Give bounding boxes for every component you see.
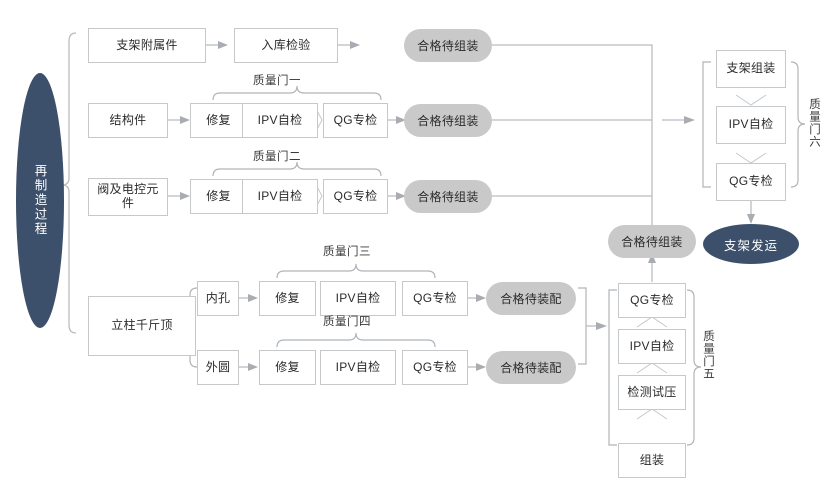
pill-label: 合格待装配 (500, 292, 562, 306)
box-ipv-self-check-row2[interactable]: IPV自检 (242, 103, 318, 138)
box-bracket-accessory[interactable]: 支架附属件 (88, 28, 206, 63)
box-valve-electric-part[interactable]: 阀及电控元件 (88, 178, 168, 216)
gate-four-label: 质量门四 (323, 316, 371, 328)
box-label-text: 阀及电控元件 (97, 182, 159, 210)
box-gate6-ipv-self-check[interactable]: IPV自检 (716, 106, 786, 144)
box-label: 内孔 (205, 290, 231, 305)
box-label: IPV自检 (257, 188, 303, 203)
pill-result-row2[interactable]: 合格待组装 (404, 104, 492, 137)
box-gate6-qg-special-check[interactable]: QG专检 (716, 163, 786, 201)
box-label: QG专检 (413, 359, 457, 374)
pill-result-row3[interactable]: 合格待组装 (404, 180, 492, 213)
box-label: IPV自检 (335, 359, 381, 374)
box-label: 组装 (639, 452, 665, 467)
box-gate5-pressure-test[interactable]: 检测试压 (618, 375, 686, 410)
box-jack-source[interactable]: 立柱千斤顶 (88, 296, 196, 356)
box-label: QG专检 (630, 292, 674, 307)
pill-label: 合格待组装 (417, 114, 479, 128)
box-label: QG专检 (333, 188, 378, 203)
root-process-ellipse: 再制造过程 (16, 73, 64, 328)
pill-result-inner-bore[interactable]: 合格待装配 (486, 282, 576, 315)
box-gate5-ipv-self-check[interactable]: IPV自检 (618, 329, 686, 364)
box-label: IPV自检 (335, 290, 381, 305)
box-qg-special-check-row2[interactable]: QG专检 (323, 103, 388, 138)
gate-six-label: 质量门六 (808, 98, 820, 148)
pill-result-gate5[interactable]: 合格待组装 (608, 225, 696, 258)
box-outer-circle[interactable]: 外圆 (197, 350, 239, 385)
root-process-label: 再制造过程 (32, 164, 47, 237)
box-ipv-self-check-inner-bore[interactable]: IPV自检 (320, 281, 396, 316)
box-qg-special-check-inner-bore[interactable]: QG专检 (402, 281, 468, 316)
box-label: 立柱千斤顶 (111, 318, 173, 333)
box-inner-bore[interactable]: 内孔 (197, 281, 239, 316)
box-label: 检测试压 (627, 384, 677, 399)
box-warehouse-inspection[interactable]: 入库检验 (234, 28, 338, 63)
pill-result-row1[interactable]: 合格待组装 (404, 29, 492, 62)
shipping-ellipse[interactable]: 支架发运 (703, 224, 799, 264)
box-label: QG专检 (333, 112, 378, 127)
box-gate5-qg-special-check[interactable]: QG专检 (618, 283, 686, 318)
box-label: 修复 (206, 188, 231, 203)
box-repair-inner-bore[interactable]: 修复 (259, 281, 316, 316)
box-qg-special-check-outer-circle[interactable]: QG专检 (402, 350, 468, 385)
box-label: IPV自检 (257, 112, 303, 127)
box-label: 阀及电控元件 (89, 182, 167, 211)
shipping-label: 支架发运 (723, 238, 778, 253)
box-ipv-self-check-outer-circle[interactable]: IPV自检 (320, 350, 396, 385)
box-label: 入库检验 (261, 37, 311, 52)
pill-label: 合格待组装 (417, 39, 479, 53)
gate-two-label: 质量门二 (253, 151, 301, 163)
box-label: IPV自检 (728, 117, 774, 132)
box-label: IPV自检 (629, 338, 675, 353)
box-label: 修复 (275, 359, 300, 374)
box-repair-row2[interactable]: 修复 (190, 103, 247, 138)
box-label: 外圆 (205, 359, 231, 374)
box-label: 支架附属件 (116, 37, 178, 52)
box-label: 修复 (206, 112, 231, 127)
gate-three-label: 质量门三 (323, 246, 371, 258)
box-qg-special-check-row3[interactable]: QG专检 (323, 179, 388, 214)
pill-label: 合格待组装 (417, 190, 479, 204)
box-label: 支架组装 (726, 61, 776, 76)
gate-one-label: 质量门一 (253, 75, 301, 87)
box-label: 结构件 (109, 112, 147, 127)
box-gate6-bracket-assembly[interactable]: 支架组装 (716, 50, 786, 88)
gate-five-label: 质量门五 (702, 330, 714, 380)
box-gate5-assembly[interactable]: 组装 (618, 443, 686, 478)
box-repair-outer-circle[interactable]: 修复 (259, 350, 316, 385)
box-structural-part[interactable]: 结构件 (88, 103, 168, 138)
box-label: 修复 (275, 290, 300, 305)
pill-result-outer-circle[interactable]: 合格待装配 (486, 351, 576, 384)
pill-label: 合格待装配 (500, 361, 562, 375)
box-repair-row3[interactable]: 修复 (190, 179, 247, 214)
box-label: QG专检 (413, 290, 457, 305)
pill-label: 合格待组装 (621, 235, 683, 249)
box-label: QG专检 (729, 174, 773, 189)
box-ipv-self-check-row3[interactable]: IPV自检 (242, 179, 318, 214)
